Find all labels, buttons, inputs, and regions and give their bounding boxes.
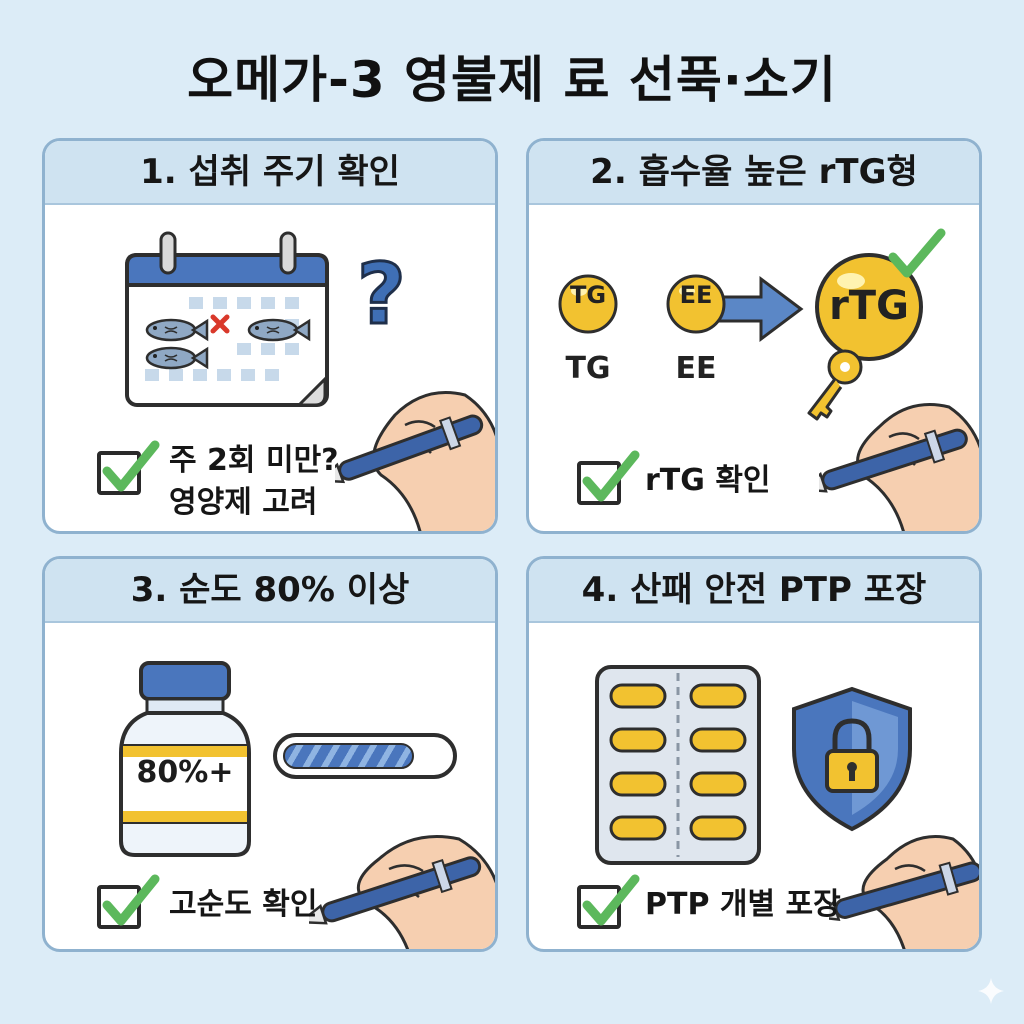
coin-rtg-text: rTG — [829, 283, 909, 329]
check-icon — [102, 874, 160, 926]
fish-icon — [145, 318, 209, 342]
panel-ptp-packaging: 4. 산패 안전 PTP 포장 — [526, 556, 982, 952]
label-ee: EE — [675, 351, 717, 386]
panel-heading: 1. 섭취 주기 확인 — [45, 141, 495, 205]
panel-heading: 4. 산패 안전 PTP 포장 — [529, 559, 979, 623]
bottle-label: 80%+ — [136, 755, 234, 790]
caption: PTP 개별 포장 — [645, 887, 841, 922]
panel-purity: 3. 순도 80% 이상 80%+ — [42, 556, 498, 952]
check-icon — [102, 440, 160, 492]
blister-pack-icon — [595, 665, 761, 865]
panel-body: TG TG EE EE rTG — [529, 205, 979, 531]
key-icon — [807, 349, 863, 421]
panel-absorption-rtg: 2. 흡수율 높은 rTG형 TG TG EE EE rTG — [526, 138, 982, 534]
supplement-bottle-icon — [119, 661, 251, 857]
hand-with-pen-icon — [819, 403, 979, 531]
tg-capsule-icon — [558, 274, 618, 334]
fish-icon — [247, 318, 311, 342]
check-icon — [888, 228, 946, 278]
caption-line-1: 주 2회 미만? — [169, 443, 339, 478]
question-mark-icon: ? — [356, 244, 408, 345]
coin-ee-text: EE — [679, 281, 713, 309]
shield-lock-icon — [792, 686, 912, 832]
panel-body: ? 주 2회 미만? 영양제 고려 — [45, 205, 495, 531]
panel-body: PTP 개별 포장 — [529, 623, 979, 949]
hand-with-pen-icon — [829, 835, 979, 949]
hand-with-pen-icon — [335, 391, 495, 531]
coin-tg-text: TG — [569, 281, 607, 309]
rtg-capsule-icon — [815, 253, 923, 361]
purity-progress-bar — [273, 733, 457, 779]
caption: 고순도 확인 — [169, 887, 318, 922]
check-icon — [582, 450, 640, 502]
panel-heading: 2. 흡수율 높은 rTG형 — [529, 141, 979, 205]
caption: rTG 확인 — [645, 463, 771, 498]
sparkle-icon — [978, 978, 1004, 1004]
panel-body: 80%+ 고순도 확인 — [45, 623, 495, 949]
page-title: 오메가-3 영불제 료 선푹·소기 — [187, 51, 837, 109]
check-icon — [582, 874, 640, 926]
caption-line-2: 영양제 고려 — [169, 485, 318, 520]
panel-intake-cycle: 1. 섭취 주기 확인 — [42, 138, 498, 534]
label-tg: TG — [565, 351, 611, 386]
panel-heading: 3. 순도 80% 이상 — [45, 559, 495, 623]
hand-with-pen-icon — [309, 835, 495, 949]
fish-icon — [145, 346, 209, 370]
purity-progress-fill — [283, 743, 415, 769]
ee-capsule-icon — [666, 274, 726, 334]
